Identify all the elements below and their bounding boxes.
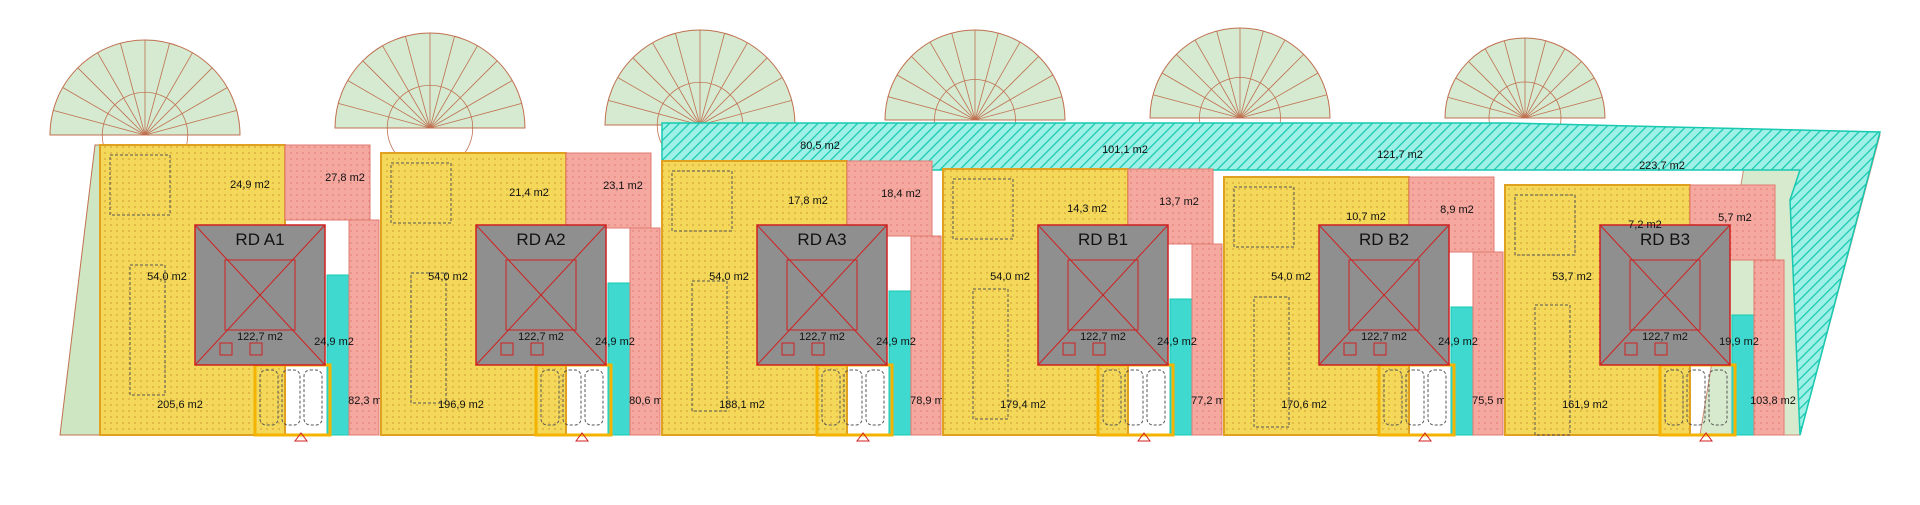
garden-area-label: 54,0 m2	[709, 271, 749, 283]
house-footprint	[1037, 224, 1169, 366]
teal-area-label: 19,9 m2	[1719, 336, 1759, 348]
house-area-label: 122,7 m2	[1080, 331, 1126, 343]
top-area-label: 14,3 m2	[1067, 203, 1107, 215]
house-footprint	[1599, 224, 1731, 366]
garden-area-label: 53,7 m2	[1552, 271, 1592, 283]
unit-plot: RD B2 122,7 m2 54,0 m2 170,6 m2 10,7 m2 8,9 m…	[1223, 176, 1512, 442]
back-area-label-3: 121,7 m2	[1377, 149, 1423, 161]
pink-side-area-label: 75,5 m2	[1472, 395, 1512, 407]
house-footprint	[756, 224, 888, 366]
teal-area-label: 24,9 m2	[876, 336, 916, 348]
garden-area-label: 54,0 m2	[1271, 271, 1311, 283]
tree-canopy-icon	[334, 32, 526, 172]
pink-top-area-label: 8,9 m2	[1440, 204, 1474, 216]
front-area-label: 205,6 m2	[157, 399, 203, 411]
top-area-label: 17,8 m2	[788, 195, 828, 207]
entrance-icon	[1418, 432, 1432, 442]
entrance-icon	[1137, 432, 1151, 442]
unit-plot: RD B1 122,7 m2 54,0 m2 179,4 m2 14,3 m2 13,7 …	[942, 168, 1231, 442]
back-area-label-2: 101,1 m2	[1102, 144, 1148, 156]
tree-canopy-icon	[604, 29, 796, 169]
entrance-icon	[856, 432, 870, 442]
entrance-icon	[1699, 432, 1713, 442]
unit-title: RD A1	[235, 230, 284, 249]
pink-side-area-label: 78,9 m2	[910, 395, 950, 407]
pink-side-area-label: 77,2 m2	[1191, 395, 1231, 407]
top-area-label: 10,7 m2	[1346, 211, 1386, 223]
entrance-icon	[575, 432, 589, 442]
unit-title: RD A3	[797, 230, 846, 249]
teal-area-label: 24,9 m2	[595, 336, 635, 348]
pink-top-area-label: 23,1 m2	[603, 180, 643, 192]
pink-top-area-label: 5,7 m2	[1718, 212, 1752, 224]
garden-area-label: 54,0 m2	[990, 271, 1030, 283]
unit-title: RD A2	[516, 230, 565, 249]
front-area-label: 196,9 m2	[438, 399, 484, 411]
house-area-label: 122,7 m2	[799, 331, 845, 343]
front-area-label: 161,9 m2	[1562, 399, 1608, 411]
unit-plot: RD A3 122,7 m2 54,0 m2 188,1 m2 17,8 m2 18,4 …	[661, 160, 950, 442]
unit-plot: RD A1 122,7 m2 54,0 m2 205,6 m2 24,9 m2 27,8 …	[99, 144, 388, 442]
pink-side-area-label: 103,8 m2	[1750, 395, 1796, 407]
entrance-icon	[294, 432, 308, 442]
house-footprint	[194, 224, 326, 366]
pink-top-area-label: 27,8 m2	[325, 172, 365, 184]
front-area-label: 188,1 m2	[719, 399, 765, 411]
house-area-label: 122,7 m2	[518, 331, 564, 343]
teal-area-label: 24,9 m2	[314, 336, 354, 348]
pink-top-area-label: 13,7 m2	[1159, 196, 1199, 208]
teal-area-label: 24,9 m2	[1438, 336, 1478, 348]
front-area-label: 170,6 m2	[1281, 399, 1327, 411]
unit-title: RD B1	[1078, 230, 1128, 249]
tree-canopy-icon	[1444, 37, 1606, 155]
garden-area-label: 54,0 m2	[147, 271, 187, 283]
back-area-label-4: 223,7 m2	[1639, 160, 1685, 172]
front-area-label: 179,4 m2	[1000, 399, 1046, 411]
house-footprint	[1318, 224, 1450, 366]
top-area-label: 7,2 m2	[1628, 219, 1662, 231]
unit-title: RD B3	[1640, 230, 1690, 249]
pink-side-area-label: 82,3 m2	[348, 395, 388, 407]
tree-canopy-icon	[49, 39, 241, 179]
house-area-label: 122,7 m2	[1642, 331, 1688, 343]
unit-plot: RD A2 122,7 m2 54,0 m2 196,9 m2 21,4 m2 23,1 …	[380, 152, 669, 442]
house-area-label: 122,7 m2	[237, 331, 283, 343]
pink-side-area-label: 80,6 m2	[629, 395, 669, 407]
unit-title: RD B2	[1359, 230, 1409, 249]
house-footprint	[475, 224, 607, 366]
top-area-label: 21,4 m2	[509, 187, 549, 199]
tree-canopy-icon	[884, 29, 1066, 161]
garden-area-label: 54,0 m2	[428, 271, 468, 283]
unit-plot: RD B3 122,7 m2 53,7 m2 161,9 m2 7,2 m2 5,7 m2…	[1504, 184, 1796, 442]
house-area-label: 122,7 m2	[1361, 331, 1407, 343]
back-area-label-1: 80,5 m2	[800, 140, 840, 152]
pink-top-area-label: 18,4 m2	[881, 188, 921, 200]
top-area-label: 24,9 m2	[230, 179, 270, 191]
teal-area-label: 24,9 m2	[1157, 336, 1197, 348]
tree-canopy-icon	[1149, 27, 1331, 159]
